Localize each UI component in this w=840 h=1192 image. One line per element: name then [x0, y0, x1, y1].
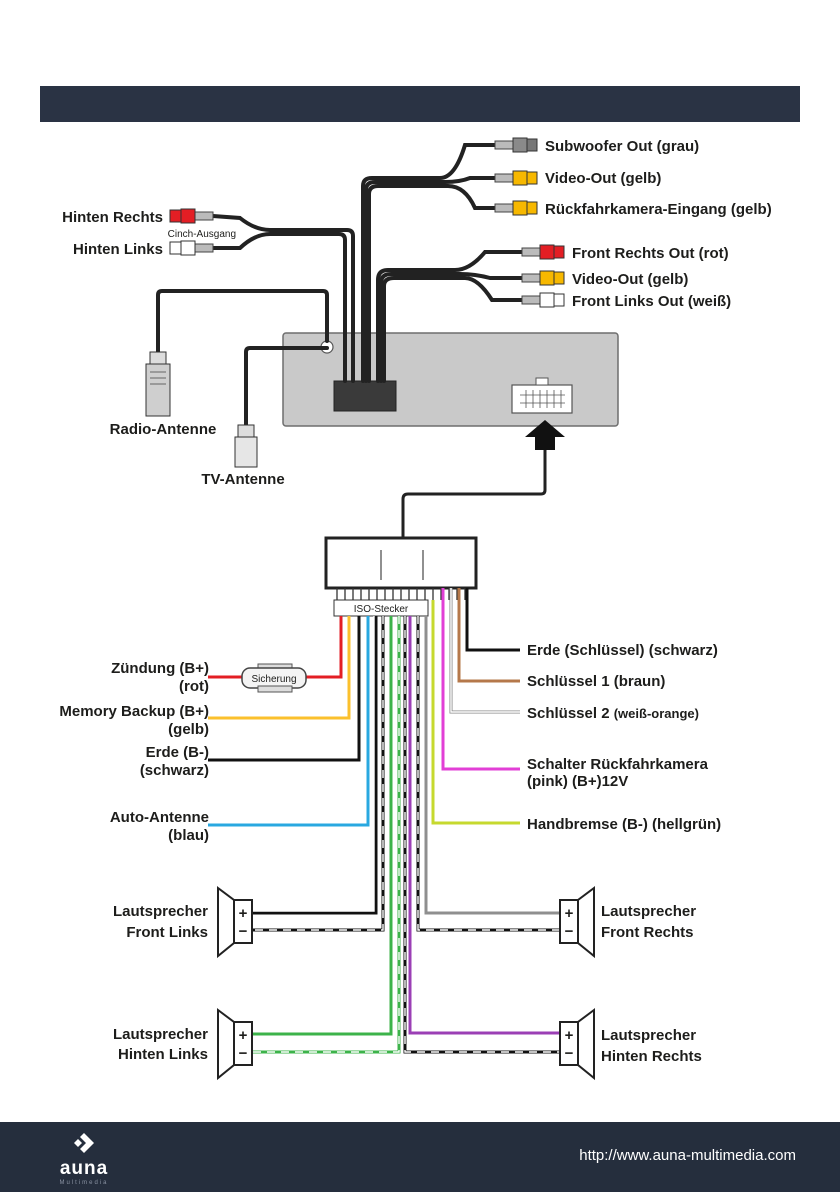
- label-hinten-rechts: Hinten Rechts: [62, 209, 163, 226]
- radio-antenna-plug: [145, 351, 171, 417]
- label-handbremse: Handbremse (B-) (hellgrün): [527, 816, 721, 833]
- wire-memory: [208, 616, 351, 720]
- wire-rueckfahr: [441, 588, 520, 771]
- header-bar: [40, 86, 800, 122]
- svg-text:−: −: [565, 923, 574, 940]
- label-iso-stecker: ISO-Stecker: [354, 604, 409, 615]
- rca-plug-front-left: [521, 292, 565, 308]
- wire-erde-schluessel: [465, 588, 520, 652]
- svg-text:+: +: [239, 1027, 248, 1044]
- arrow-up-icon: [525, 420, 565, 450]
- label-speaker-fl-1: Lautsprecher: [113, 903, 208, 920]
- svg-text:+: +: [565, 1027, 574, 1044]
- svg-text:+: +: [239, 905, 248, 922]
- svg-text:+: +: [565, 905, 574, 922]
- label-erde-2: (schwarz): [140, 762, 209, 779]
- label-rear-cam-in: Rückfahrkamera-Eingang (gelb): [545, 201, 772, 218]
- label-subwoofer-out: Subwoofer Out (grau): [545, 138, 699, 155]
- label-speaker-fr-2: Front Rechts: [601, 924, 694, 941]
- label-antenne-2: (blau): [168, 827, 209, 844]
- wire-erde: [208, 616, 361, 762]
- tv-antenna-plug: [234, 424, 258, 468]
- label-tv-antenne: TV-Antenne: [201, 471, 284, 488]
- label-radio-antenne: Radio-Antenne: [110, 421, 217, 438]
- fuse: Sicherung: [241, 663, 307, 693]
- rca-plug-video-2: [521, 270, 565, 286]
- wire-schluessel-1: [457, 588, 520, 683]
- speaker-front-links: + −: [217, 886, 253, 959]
- label-memory-1: Memory Backup (B+): [59, 703, 209, 720]
- auna-logo: auna Multimedia: [44, 1130, 124, 1186]
- label-sicherung: Sicherung: [251, 674, 296, 685]
- wire-zuendung: [306, 616, 343, 679]
- speaker-hinten-rechts: + −: [559, 1008, 595, 1081]
- label-schluessel-1: Schlüssel 1 (braun): [527, 673, 665, 690]
- label-speaker-hl-2: Hinten Links: [118, 1046, 208, 1063]
- wire-antenne: [208, 616, 370, 827]
- label-speaker-fl-2: Front Links: [126, 924, 208, 941]
- label-erde-schluessel: Erde (Schlüssel) (schwarz): [527, 642, 718, 659]
- iso-connector: [324, 536, 478, 590]
- footer-bar: auna Multimedia http://www.auna-multimed…: [0, 1122, 840, 1192]
- label-speaker-hl-1: Lautsprecher: [113, 1026, 208, 1043]
- iso-socket: [511, 384, 573, 414]
- rca-plug-rear-right: [169, 208, 214, 224]
- rca-plug-video-1: [494, 170, 538, 186]
- label-cinch-ausgang: Cinch-Ausgang: [168, 229, 236, 240]
- label-video-out-2: Video-Out (gelb): [572, 271, 688, 288]
- svg-text:−: −: [239, 923, 248, 940]
- label-front-right-out: Front Rechts Out (rot): [572, 245, 729, 262]
- svg-text:−: −: [239, 1045, 248, 1062]
- rca-block: [333, 380, 397, 412]
- label-zuendung-2: (rot): [179, 678, 209, 695]
- label-schluessel-2: Schlüssel 2 (weiß-orange): [527, 705, 699, 722]
- label-zuendung-1: Zündung (B+): [111, 660, 209, 677]
- label-speaker-fr-1: Lautsprecher: [601, 903, 696, 920]
- rca-plug-rear-left: [169, 240, 214, 256]
- label-rueckfahr-2: (pink) (B+)12V: [527, 773, 628, 790]
- brand-sub: Multimedia: [59, 1180, 109, 1186]
- footer-url-link[interactable]: http://www.auna-multimedia.com: [579, 1147, 796, 1164]
- brand-name: auna: [59, 1158, 109, 1179]
- label-antenne-1: Auto-Antenne: [110, 809, 209, 826]
- label-video-out-1: Video-Out (gelb): [545, 170, 661, 187]
- speaker-front-rechts: + −: [559, 886, 595, 959]
- label-front-left-out: Front Links Out (weiß): [572, 293, 731, 310]
- auna-logo-icon: [74, 1133, 94, 1153]
- rca-plug-subwoofer: [494, 137, 538, 153]
- rca-plug-rear-cam: [494, 200, 538, 216]
- label-memory-2: (gelb): [168, 721, 209, 738]
- label-speaker-hr-2: Hinten Rechts: [601, 1048, 702, 1065]
- svg-text:−: −: [565, 1045, 574, 1062]
- speaker-hinten-links: + −: [217, 1008, 253, 1081]
- iso-label-box: [333, 599, 429, 617]
- label-erde-1: Erde (B-): [146, 744, 209, 761]
- wire-handbremse: [431, 600, 520, 825]
- label-hinten-links: Hinten Links: [73, 241, 163, 258]
- rca-plug-front-right: [521, 244, 565, 260]
- label-rueckfahr-1: Schalter Rückfahrkamera: [527, 756, 709, 773]
- label-speaker-hr-1: Lautsprecher: [601, 1027, 696, 1044]
- wiring-diagram: Subwoofer Out (grau) Video-Out (gelb) Rü…: [59, 137, 772, 1081]
